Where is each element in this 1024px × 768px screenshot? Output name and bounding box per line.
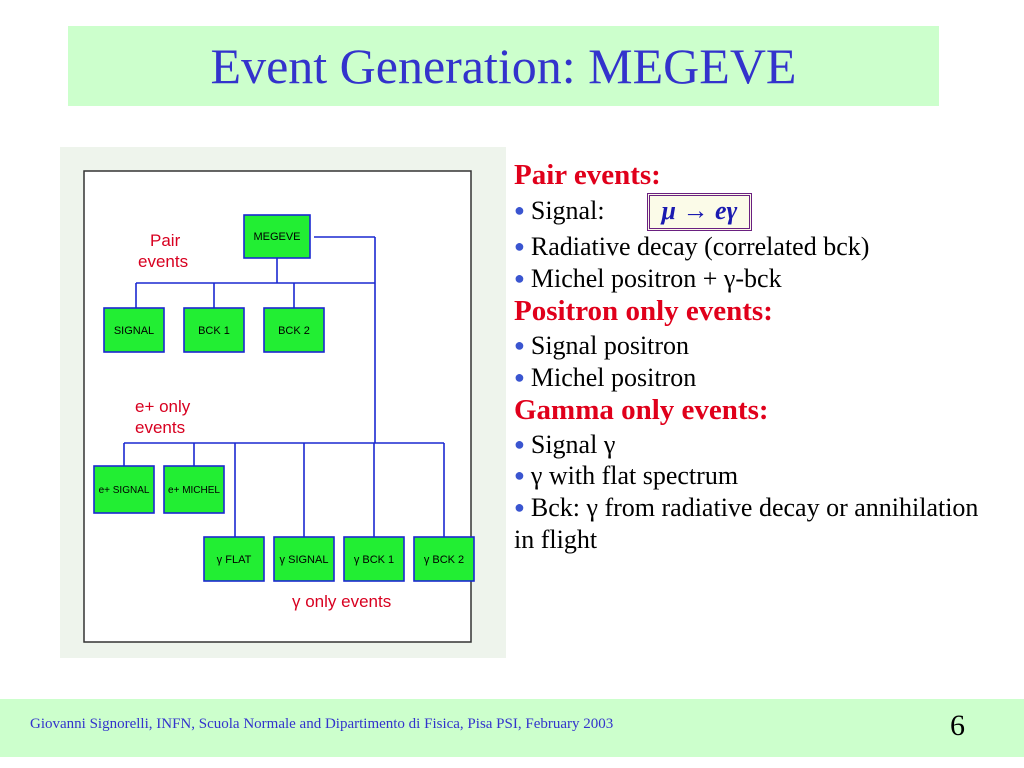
- bullet-flat-spectrum: ●γ with flat spectrum: [514, 460, 1004, 492]
- slide-title: Event Generation: MEGEVE: [210, 38, 797, 94]
- pair-label-line1: Pair: [150, 231, 181, 250]
- signal-formula: μ → eγ: [646, 193, 753, 231]
- box-megeve: [243, 214, 311, 259]
- bullet-signal-positron: ●Signal positron: [514, 330, 1004, 362]
- diagram-svg: MEGEVE Pair events SIGNAL BCK 1 BCK 2 e+…: [83, 170, 475, 643]
- box-gamma-signal-label: γ SIGNAL: [280, 554, 329, 566]
- flat-spectrum-text: γ with flat spectrum: [530, 461, 739, 491]
- footer-credit: Giovanni Signorelli, INFN, Scuola Normal…: [30, 716, 614, 732]
- box-gamma-flat: [203, 536, 265, 582]
- box-signal-label: SIGNAL: [114, 325, 154, 337]
- bullet-icon: ●: [514, 433, 525, 454]
- bullet-icon: ●: [514, 267, 525, 288]
- bullet-signal-gamma: ●Signal γ: [514, 429, 1004, 461]
- event-list: Pair events: ●Signal:μ → eγ ●Radiative d…: [514, 158, 1004, 555]
- positron-label-line1: e+ only: [135, 397, 191, 416]
- bck-text: Bck: γ from radiative decay or annihilat…: [514, 493, 979, 554]
- box-bck2-label: BCK 2: [278, 325, 310, 337]
- bullet-icon: ●: [514, 334, 525, 355]
- signal-positron-text: Signal positron: [530, 330, 690, 360]
- box-gamma-signal: [273, 536, 335, 582]
- michel-gamma-text: Michel positron + γ-bck: [530, 263, 782, 293]
- box-e-signal: [93, 465, 155, 514]
- bullet-michel-gamma: ●Michel positron + γ-bck: [514, 263, 1004, 295]
- title-banner: Event Generation: MEGEVE: [68, 26, 939, 106]
- footer-bar: Giovanni Signorelli, INFN, Scuola Normal…: [0, 699, 1024, 757]
- michel-positron-text: Michel positron: [530, 362, 697, 392]
- gamma-label: γ only events: [292, 592, 391, 611]
- box-bck1: [183, 307, 245, 353]
- signal-gamma-text: Signal γ: [530, 429, 616, 459]
- box-gamma-flat-label: γ FLAT: [217, 554, 252, 566]
- bullet-michel-positron: ●Michel positron: [514, 362, 1004, 394]
- bullet-icon: ●: [514, 235, 525, 256]
- page-number: 6: [950, 709, 965, 742]
- megeve-diagram: MEGEVE Pair events SIGNAL BCK 1 BCK 2 e+…: [60, 147, 506, 658]
- bullet-signal: ●Signal: μ → eγ: [514, 193, 1004, 231]
- pair-events-heading: Pair events:: [514, 159, 661, 191]
- box-bck2: [263, 307, 325, 353]
- box-gamma-bck2-label: γ BCK 2: [424, 554, 464, 566]
- box-megeve-label: MEGEVE: [253, 231, 300, 243]
- positron-events-heading: Positron only events:: [514, 295, 773, 328]
- pair-label-line2: events: [138, 252, 188, 271]
- positron-label-line2: events: [135, 418, 185, 437]
- diagram-connectors: [123, 236, 445, 537]
- box-e-michel-label: e+ MICHEL: [168, 485, 220, 496]
- box-signal: [103, 307, 165, 353]
- gamma-events-heading: Gamma only events:: [514, 394, 769, 427]
- bullet-radiative: ●Radiative decay (correlated bck): [514, 231, 1004, 263]
- box-gamma-bck1: [343, 536, 405, 582]
- bullet-icon: ●: [514, 497, 525, 518]
- box-gamma-bck2: [413, 536, 475, 582]
- bullet-icon: ●: [514, 200, 525, 221]
- bullet-icon: ●: [514, 465, 525, 486]
- bullet-bck: ●Bck: γ from radiative decay or annihila…: [514, 492, 1004, 555]
- bullet-icon: ●: [514, 366, 525, 387]
- box-gamma-bck1-label: γ BCK 1: [354, 554, 394, 566]
- box-e-signal-label: e+ SIGNAL: [99, 485, 150, 496]
- box-bck1-label: BCK 1: [198, 325, 230, 337]
- signal-text: Signal:: [530, 196, 605, 226]
- box-e-michel: [163, 465, 225, 514]
- radiative-text: Radiative decay (correlated bck): [530, 231, 870, 261]
